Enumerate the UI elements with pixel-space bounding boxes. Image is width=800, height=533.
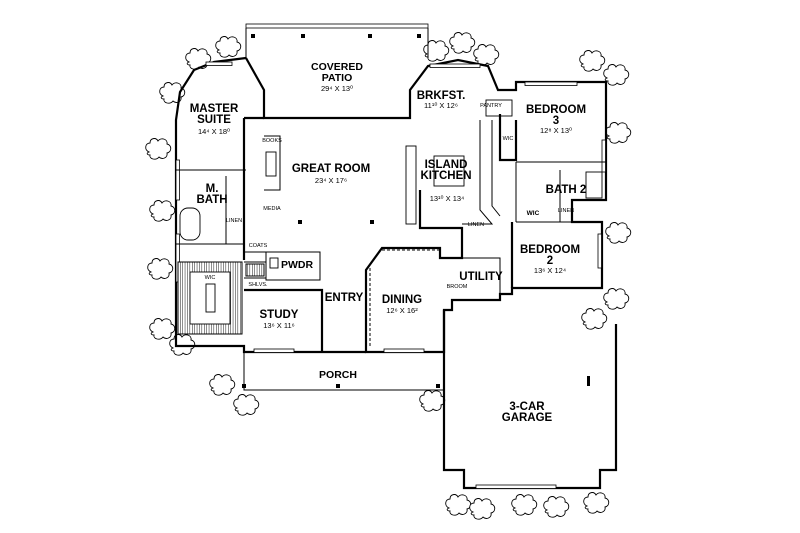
dining-dim: 12⁶ X 16² [386,306,418,315]
island-kitchen-dim: 13¹⁰ X 13⁴ [430,194,465,203]
linen-bath2-label: LINEN [558,208,574,214]
shlvs-label: SHLVS. [248,282,268,288]
brkfst-label: BRKFST. [417,90,466,102]
dining-label: DINING [382,294,422,306]
study-label: STUDY [260,309,299,321]
great-room-dim: 23⁴ X 17⁶ [315,176,347,185]
small-labels: PANTRY WIC BOOKS MEDIA LINEN LINEN LINEN… [205,103,574,290]
coats-label: COATS [249,243,268,249]
brkfst-dim: 11¹⁰ X 12⁶ [424,101,458,110]
study-dim: 13⁶ X 11⁶ [263,321,294,330]
wic-bedroom2-label: WIC [527,210,540,217]
interior-walls [176,99,606,391]
m-bath-label: M.BATH [196,183,227,206]
porch-label: PORCH [319,369,357,381]
covered-patio-structure [245,23,429,58]
pantry-label: PANTRY [480,103,502,109]
master-suite-dim: 14⁴ X 18⁰ [198,127,230,136]
covered-patio-dim: 29⁴ X 13⁰ [321,84,353,93]
broom-label: BROOM [447,284,468,290]
entry-label: ENTRY [325,292,364,304]
media-label: MEDIA [263,206,281,212]
great-room-label: GREAT ROOM [292,163,370,175]
bedroom2-dim: 13⁶ X 12⁴ [534,266,566,275]
windows [175,61,606,489]
wic-bedroom3-label: WIC [503,136,514,142]
utility-label: UTILITY [459,271,503,283]
linen-master-bath-label: LINEN [226,218,242,224]
bedroom3-dim: 12⁸ X 13⁰ [540,126,572,135]
books-label: BOOKS [262,138,282,144]
bath2-label: BATH 2 [546,184,587,196]
wic-master-label: WIC [205,275,216,281]
pwdr-label: PWDR [281,259,313,271]
linen-kitchen-label: LINEN [468,222,484,228]
